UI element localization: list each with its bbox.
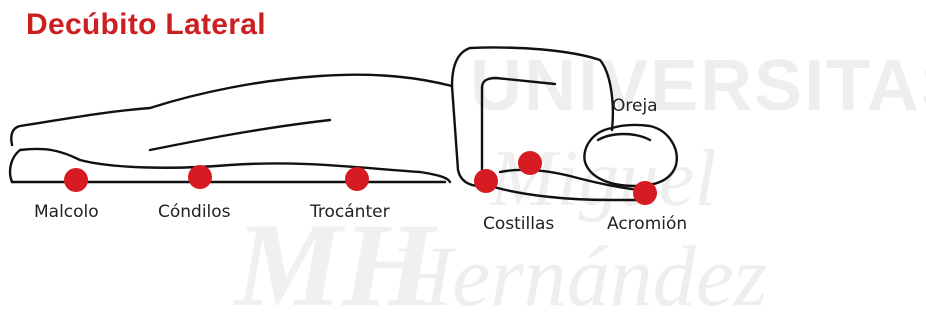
point-ribs-upper [518,151,542,175]
label-condilos: Cóndilos [158,204,231,221]
point-malcolo [64,168,88,192]
label-malcolo: Malcolo [34,204,99,221]
university-watermark: UNIVERSITAS Miguel Hernández MH [233,46,926,322]
label-trocanter: Trocánter [310,204,390,221]
point-costillas [474,169,498,193]
point-condilos [188,165,212,189]
page-title: Decúbito Lateral [26,10,266,40]
knee-crease [150,120,330,150]
label-acromion: Acromión [607,216,687,233]
label-costillas: Costillas [483,216,554,233]
label-oreja: Oreja [612,98,658,115]
watermark-hernandez: Hernández [389,228,767,322]
watermark-universitas: UNIVERSITAS [470,46,926,126]
point-trocanter [345,167,369,191]
point-acromion [633,181,657,205]
